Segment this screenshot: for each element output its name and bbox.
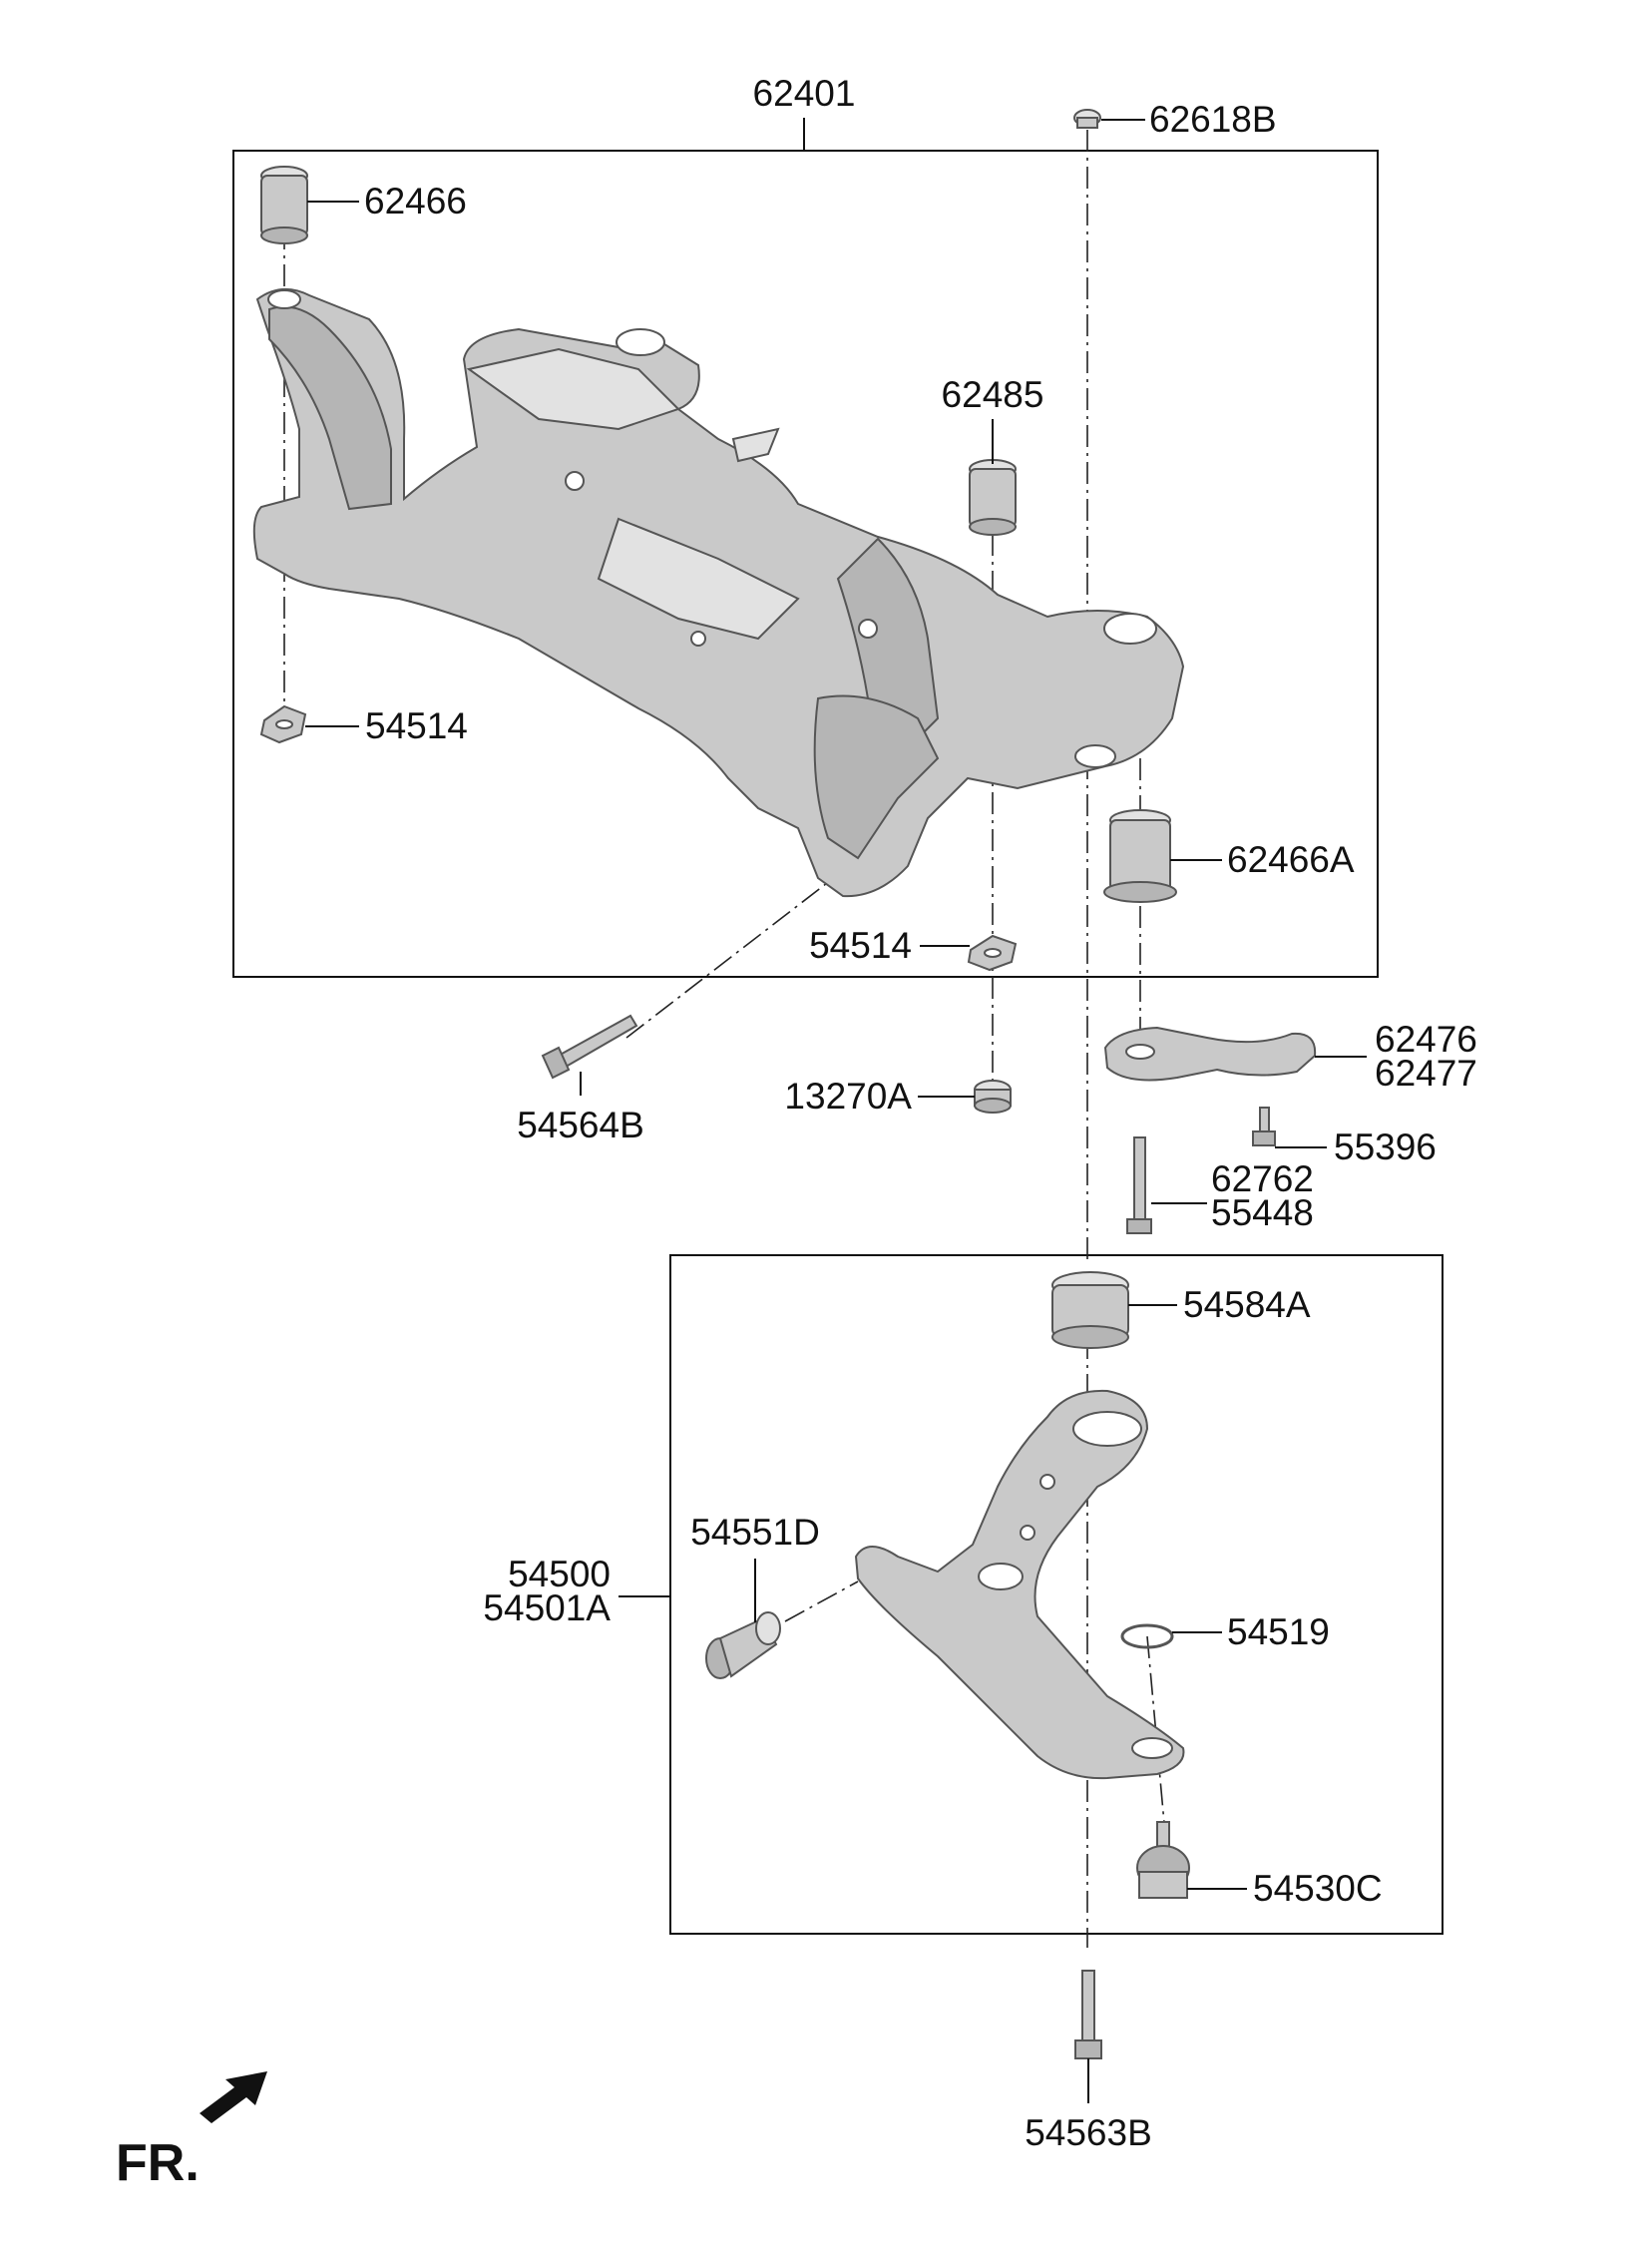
part-label-62618B: 62618B — [1149, 99, 1277, 140]
part-label-54564B: 54564B — [517, 1105, 644, 1145]
nut-13270A-icon — [974, 1080, 1012, 1114]
bushing-62466-icon — [260, 166, 308, 244]
part-label-62466: 62466 — [364, 181, 467, 222]
part-label-62477: 62477 — [1375, 1053, 1477, 1094]
part-label-54514-left: 54514 — [365, 705, 468, 746]
part-label-62466A: 62466A — [1227, 839, 1355, 880]
bushing-62485-icon — [969, 459, 1017, 536]
part-label-13270A: 13270A — [784, 1076, 912, 1117]
washer-54514-right-icon — [967, 934, 1018, 972]
part-label-62476: 62476 — [1375, 1019, 1477, 1060]
bushing-54551D-icon — [705, 1611, 781, 1679]
part-label-54514-right: 54514 — [809, 925, 912, 966]
bracket-62476-icon — [1103, 1026, 1317, 1082]
part-label-54519: 54519 — [1227, 1611, 1330, 1652]
subframe-group-box — [232, 150, 1379, 978]
part-label-54501A: 54501A — [483, 1587, 611, 1628]
part-label-55448: 55448 — [1211, 1192, 1314, 1233]
part-label-54584A: 54584A — [1183, 1284, 1311, 1325]
part-label-55396: 55396 — [1334, 1127, 1437, 1167]
bolt-62762-icon — [1126, 1136, 1152, 1234]
lower-control-arm-icon — [854, 1389, 1185, 1780]
part-label-62485: 62485 — [942, 374, 1044, 415]
arrow-icon — [200, 2071, 267, 2123]
part-label-62762: 62762 — [1211, 1158, 1314, 1199]
part-label-54563B: 54563B — [1025, 2112, 1152, 2153]
leader-lines — [305, 118, 1367, 2103]
washer-54514-left-icon — [259, 704, 307, 744]
bushing-54584A-icon — [1051, 1271, 1129, 1349]
part-label-62401: 62401 — [753, 73, 856, 114]
front-direction-label: FR. — [116, 2134, 200, 2192]
subframe-crossmember — [252, 288, 1185, 898]
bolt-54564B-icon — [541, 1014, 638, 1080]
ball-joint-54530C-icon — [1136, 1821, 1190, 1899]
bushing-62466A-icon — [1103, 809, 1177, 903]
part-label-54551D: 54551D — [690, 1512, 820, 1553]
front-direction-indicator: FR. — [116, 2071, 267, 2192]
nut-62618B-icon — [1073, 109, 1101, 129]
bolt-54563B-icon — [1074, 1970, 1102, 2059]
bolt-55396-icon — [1252, 1107, 1276, 1146]
snap-ring-54519-icon — [1120, 1623, 1174, 1649]
part-label-54530C: 54530C — [1253, 1868, 1383, 1909]
part-label-54500: 54500 — [508, 1554, 611, 1594]
lower-arm-group-box — [669, 1254, 1444, 1935]
